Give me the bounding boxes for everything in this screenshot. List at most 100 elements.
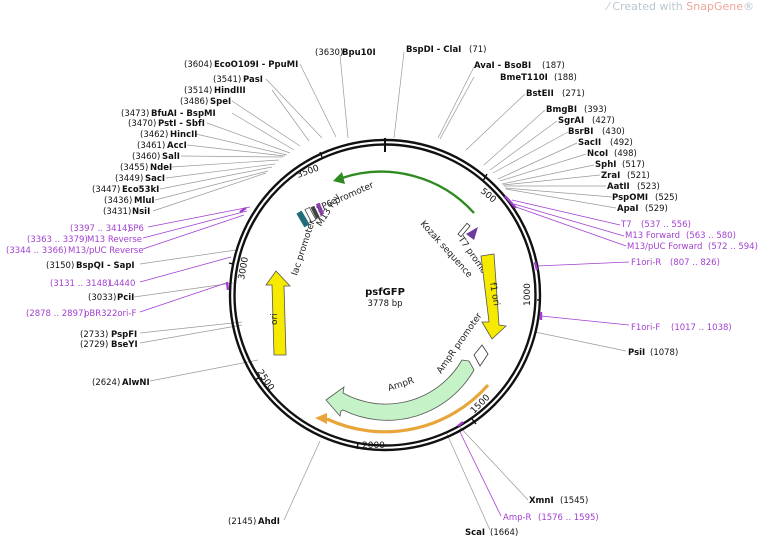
tick-2000-mark [356,442,359,450]
leader-hincii [195,133,288,156]
site-saci: SacI [145,174,165,184]
leader-bmet110i [439,76,475,140]
primer-sp6: SP6 [128,224,144,234]
site-sgrai-pos: (427) [592,116,615,126]
site-aatii: AatII [607,182,630,192]
primer-amp-r: Amp-R [503,513,532,523]
leader-pasi [265,78,323,139]
site-bsteii-pos: (271) [562,89,585,99]
site-nsii-pos: (3431) [103,207,131,217]
leader-sali [180,155,284,158]
mark-t7-m13 [504,195,517,209]
watermark-brand: SnapGene [686,0,743,13]
leader-ndei [171,159,280,168]
leader-m13puc-r [142,214,245,250]
tick-3000-mark [228,262,234,265]
feature-ori [265,270,291,356]
leader-psti [206,122,291,154]
leader-l4440 [139,256,232,283]
site-bseyi-pos: (2729) [80,340,108,350]
site-sphi: SphI [595,160,616,170]
feature-ampr-promoter-arrow [473,344,489,367]
label-lac-promoter: lac promoter [290,219,317,277]
leader-saci [165,163,276,179]
site-alwni-pos: (2624) [92,378,120,388]
site-sacii-pos: (492) [610,138,633,148]
site-bsrbi-pos: (430) [602,127,625,137]
leader-aval [437,66,475,139]
leader-scai [445,431,491,531]
site-xmni: XmnI [529,496,554,506]
site-spei-pos: (3486) [180,97,208,107]
site-bfuai-bspmi-pos: (3473) [121,109,149,119]
leader-ecoo109i [299,63,337,138]
leader-clai [393,51,405,139]
site-bfuai-bspmi: BfuAI - BspMI [151,109,216,119]
leader-f1ori-r [536,261,630,267]
site-sacii: SacII [578,138,601,148]
watermark-reg: ® [743,0,754,13]
site-leader-lines [133,51,627,531]
primer-pbr322ori-f-pos: (2878 .. 2897) [26,309,87,319]
leader-ncoi [499,153,587,182]
leader-pcii [133,282,234,298]
primer-m13puc-forward-pos: (572 .. 594) [708,242,758,252]
site-hindiii-pos: (3514) [184,86,212,96]
leader-psii [534,331,627,352]
mark-f1ori-r [533,261,539,271]
site-aatii-pos: (523) [637,182,660,192]
primer-m13-reverse: M13 Reverse [87,235,142,245]
site-aval-bsobi: AvaI - BsoBI [474,61,531,71]
primer-m13-reverse-pos: (3363 .. 3379) [27,235,88,245]
primer-t7: T7 [620,220,632,230]
mark-pbr322 [225,281,230,291]
snapgene-watermark: ⁄ Created with SnapGene® [607,0,754,13]
site-pcii: PciI [117,293,134,303]
feature-t7-box [457,222,471,238]
leader-m13-r [142,210,248,239]
leader-hindiii [271,89,310,142]
primer-f1ori-r-pos: (807 .. 826) [670,258,720,268]
leader-ahdi [283,440,321,521]
site-pasi: PasI [243,75,263,85]
backbone [228,138,542,452]
site-pcii-pos: (3033) [88,293,116,303]
site-ecoo109i-ppumi: EcoO109I - PpuMI [214,60,298,70]
site-apai-pos: (529) [645,204,668,214]
site-ahdi-pos: (2145) [228,517,256,527]
leader-pspfi [139,321,243,334]
site-psii: PsiI [628,348,645,358]
feature-kozak-arrow [466,227,478,240]
site-ncoi: NcoI [587,149,608,159]
primer-m13-forward: M13 Forward [625,231,680,241]
site-bsrbi: BsrBI [568,127,593,137]
site-bspqi-sapi: BspQI - SapI [76,261,135,271]
mark-amp-r [457,421,464,427]
plasmid-size: 3778 bp [367,299,402,309]
site-scai-pos: (1664) [490,528,518,538]
site-saci-pos: (3449) [115,174,143,184]
watermark-icon: ⁄ [607,0,613,13]
site-bseyi: BseYI [111,340,138,350]
tick-1500-mark [471,418,477,425]
primer-leader-lines [139,199,630,517]
leader-bpu10i [339,54,349,139]
tick-3500-mark [319,151,323,158]
tick-2500-mark [254,376,261,381]
primer-l4440-pos: (3131 .. 3148) [50,279,111,289]
site-sali-pos: (3460) [132,152,160,162]
feature-sp6-box [315,202,325,216]
site-pspfi: PspFI [111,330,137,340]
primer-m13puc-reverse: M13/pUC Reverse [68,246,143,256]
leader-f1ori-f [540,315,630,326]
leader-sphi [501,164,595,185]
site-hindiii: HindIII [214,86,246,96]
leader-sapi [139,249,237,265]
feature-m13-rev-box [310,205,320,220]
site-pspfi-pos: (2733) [80,330,108,340]
leader-m13f [513,203,625,237]
primer-t7-pos: (537 .. 556) [641,220,691,230]
site-hincii: HincII [170,130,197,140]
label-ori: ori [270,313,280,325]
leader-amp-r [458,429,502,517]
